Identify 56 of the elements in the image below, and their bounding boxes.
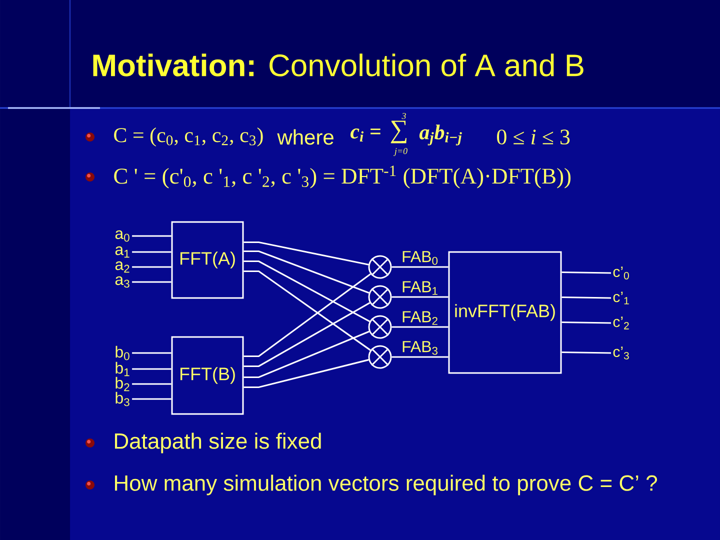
output-label: c’$_{2}$ (613, 316, 629, 330)
wire (244, 330, 370, 378)
input-label: b$_{0}$ (116, 346, 130, 360)
edge-label: FAB$_{0}$ (400, 250, 440, 266)
formula-text: a$_{j}$b$_{i−j}$ (419, 124, 462, 146)
bullet-text: C ' = (c'$_{0}$, c '$_{1}$, c '$_{2}$, c '$_{3}$) = DFT$^{-1}$ (DFT(A)·DFT(B)) (114, 166, 570, 188)
input-label: b$_{3}$ (116, 392, 130, 406)
wire (562, 351, 612, 354)
input-label: b$_{2}$ (116, 376, 130, 392)
title: Motivation: Convolution of A and B (93, 54, 584, 76)
wire (244, 250, 370, 294)
multiplier-symbol (368, 285, 392, 309)
fft-block: FFT(A) (171, 221, 244, 299)
output-label: c’$_{3}$ (613, 346, 629, 360)
sum-sign: ∑ (390, 120, 406, 144)
fft-block: FFT(B) (171, 336, 244, 415)
wire (132, 352, 172, 354)
wire (244, 241, 369, 266)
multiplier-symbol (368, 315, 392, 339)
input-label: a$_{3}$ (115, 276, 130, 288)
multiplier-symbol (368, 255, 392, 279)
input-label: a$_{2}$ (115, 261, 130, 273)
sum-limit: j=0 (394, 148, 408, 156)
bullet-text: How many simulation vectors required to prove C = C’ ? (115, 474, 657, 496)
bullet-text: C = (c$_{0}$, c$_{1}$, c$_{2}$, c$_{3}$) (114, 127, 263, 147)
edge-label: FAB$_{3}$ (400, 340, 440, 356)
wire (392, 266, 448, 268)
wire (562, 271, 612, 274)
wire (132, 235, 172, 237)
output-label: c’$_{0}$ (613, 266, 629, 280)
wire (132, 398, 172, 400)
wire (562, 321, 612, 324)
wire (392, 326, 448, 328)
wire (132, 266, 172, 268)
wire (132, 281, 172, 283)
bullet-text: where (277, 129, 334, 145)
wire (244, 302, 370, 368)
edge-label: FAB$_{2}$ (400, 310, 440, 326)
wire (562, 296, 612, 299)
input-label: b$_{1}$ (116, 362, 130, 376)
wire (244, 260, 370, 322)
wire (392, 296, 448, 298)
sum-limit: 3 (402, 112, 406, 120)
edge-label: FAB$_{1}$ (400, 280, 440, 296)
formula-text: 0 ≤ i ≤ 3 (497, 130, 570, 144)
input-label: a$_{1}$ (115, 246, 130, 258)
wire (132, 383, 172, 385)
output-label: c’$_{1}$ (613, 292, 629, 304)
wire (132, 368, 172, 370)
wire (132, 251, 172, 253)
input-label: a$_{0}$ (115, 230, 130, 242)
wire (244, 359, 369, 388)
multiplier-symbol (368, 345, 392, 369)
wire (392, 356, 448, 358)
ifft-block: invFFT(FAB) (448, 251, 562, 374)
formula-text: c$_{i}$ = (350, 128, 380, 142)
